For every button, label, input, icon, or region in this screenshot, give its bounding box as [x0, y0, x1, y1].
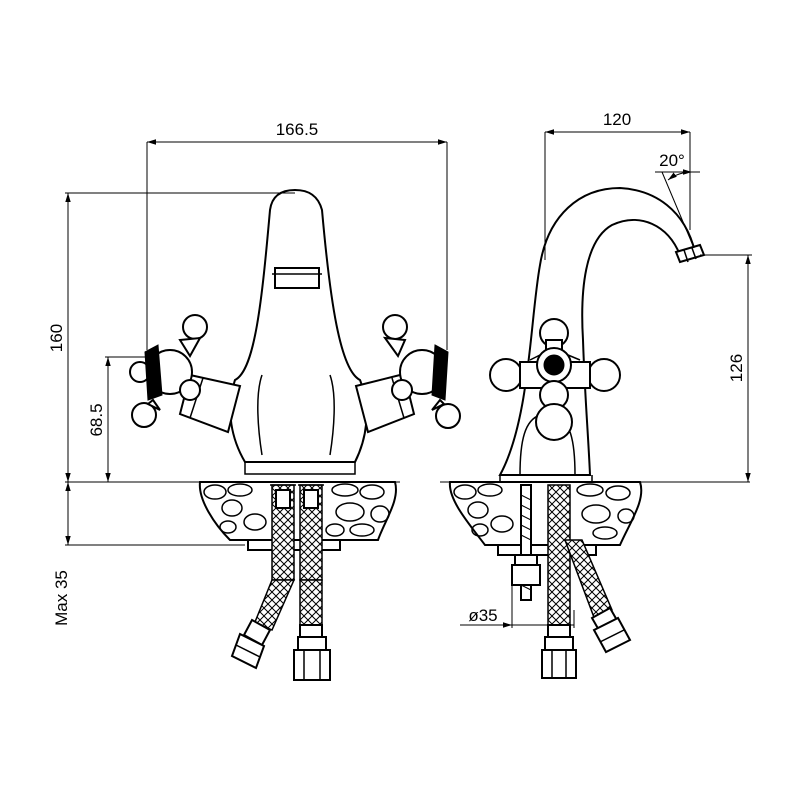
dim-side-angle: 20° — [655, 151, 700, 249]
front-view: 166.5 160 68.5 Max 35 — [47, 120, 461, 681]
dim-front-max-thickness: Max 35 — [52, 482, 245, 626]
side-hoses — [541, 484, 632, 679]
dim-front-handle-height-label: 68.5 — [87, 403, 106, 436]
side-threaded-rod — [511, 484, 541, 601]
dim-side-depth: 120 — [544, 110, 691, 260]
dim-front-height: 160 — [47, 192, 295, 482]
dim-side-spout-height: 126 — [700, 254, 752, 482]
dim-side-hole-diameter: ø35 — [460, 585, 575, 628]
front-faucet-body — [178, 188, 416, 475]
dim-side-spout-height-label: 126 — [727, 354, 746, 382]
dim-front-width: 166.5 — [146, 120, 448, 350]
side-cross-handle — [489, 318, 621, 441]
dim-front-height-label: 160 — [47, 324, 66, 352]
front-stone-slab — [198, 481, 397, 551]
dim-front-width-label: 166.5 — [276, 120, 319, 139]
dim-front-handle-height: 68.5 — [87, 356, 148, 482]
front-hoses — [230, 484, 331, 681]
front-left-cross-handle — [129, 314, 208, 428]
front-right-cross-handle — [382, 314, 461, 429]
dim-side-depth-label: 120 — [603, 110, 631, 129]
dim-side-angle-label: 20° — [659, 151, 685, 170]
dim-side-hole-diameter-label: ø35 — [468, 606, 497, 625]
side-faucet-body — [498, 186, 706, 483]
dim-front-max-thickness-label: Max 35 — [52, 570, 71, 626]
side-view: 120 20° 126 ø35 — [440, 110, 752, 679]
side-stone-slab — [448, 481, 643, 556]
